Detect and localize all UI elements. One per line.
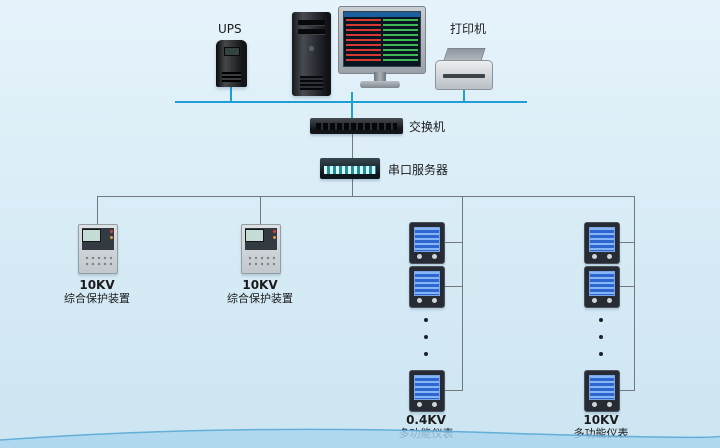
protection-b-label: 10KV 综合保护装置 (218, 278, 302, 306)
protection-device-b (241, 224, 281, 274)
ups-vent (222, 72, 241, 82)
bottom-wave-decoration (0, 428, 720, 448)
monitor-neck (374, 72, 386, 81)
protection-b-name: 综合保护装置 (227, 292, 293, 305)
relay-led (273, 230, 276, 233)
meter (409, 266, 445, 308)
monitor-screen (343, 11, 421, 67)
relay-screen (82, 229, 101, 242)
meter (584, 370, 620, 412)
meter-b1-stub (619, 242, 635, 243)
drive-bay (298, 29, 325, 35)
relay-keypad (84, 255, 112, 268)
bus-line (97, 196, 635, 197)
ups-device (216, 40, 247, 87)
meter-screen (589, 271, 615, 296)
meter (584, 222, 620, 264)
switch-label: 交换机 (409, 120, 446, 134)
printer-drop-line (463, 89, 465, 101)
screen-titlebar (344, 12, 420, 17)
protection-a-voltage: 10KV (79, 278, 115, 292)
protection-b-voltage: 10KV (242, 278, 278, 292)
protection-device-a (78, 224, 118, 274)
protection-a-name: 综合保护装置 (64, 292, 130, 305)
ups-display (224, 47, 240, 56)
serial-bus-line (352, 179, 353, 196)
meter-screen (414, 227, 440, 252)
relay-led (110, 236, 113, 239)
workstation-drop-line (351, 92, 353, 101)
meter-a1-stub (444, 242, 463, 243)
pc-tower (292, 12, 331, 96)
screen-data-green (383, 19, 418, 64)
meter (584, 266, 620, 308)
switch-serial-line (352, 134, 353, 158)
screen-data-red (346, 19, 381, 64)
meter-screen (589, 375, 615, 400)
meter-chain-a-voltage: 0.4KV (406, 413, 446, 427)
switch-drop-line (351, 103, 353, 118)
meter-chain-a-spine (462, 196, 463, 391)
backbone-line (175, 101, 527, 103)
relay-screen (245, 229, 264, 242)
meter-screen (414, 271, 440, 296)
ellipsis-dots (424, 318, 428, 369)
relay-led (273, 236, 276, 239)
meter-chain-b-spine (634, 196, 635, 391)
relay-led (110, 230, 113, 233)
printer-device (435, 48, 493, 90)
meter-chain-b-voltage: 10KV (583, 413, 619, 427)
meter-a3-stub (444, 390, 463, 391)
meter-a2-stub (444, 286, 463, 287)
protection-a-label: 10KV 综合保护装置 (55, 278, 139, 306)
switch-device (310, 118, 403, 134)
tower-vent (300, 76, 323, 90)
meter (409, 370, 445, 412)
serial-server-device (320, 158, 380, 179)
protection-b-drop-line (260, 196, 261, 224)
ellipsis-dots (599, 318, 603, 369)
ups-drop-line (230, 86, 232, 101)
protection-a-drop-line (97, 196, 98, 224)
relay-keypad (247, 255, 275, 268)
meter-screen (414, 375, 440, 400)
drive-bay (298, 20, 325, 26)
meter-b3-stub (619, 390, 635, 391)
ups-label: UPS (218, 22, 242, 36)
power-button (309, 46, 314, 51)
switch-ports (316, 123, 397, 130)
meter (409, 222, 445, 264)
serial-server-label: 串口服务器 (388, 163, 449, 177)
printer-output-slot (443, 74, 485, 78)
monitor (338, 6, 426, 74)
meter-b2-stub (619, 286, 635, 287)
monitor-base (360, 81, 400, 88)
serial-server-ports (324, 166, 376, 174)
printer-label: 打印机 (450, 22, 487, 36)
meter-screen (589, 227, 615, 252)
